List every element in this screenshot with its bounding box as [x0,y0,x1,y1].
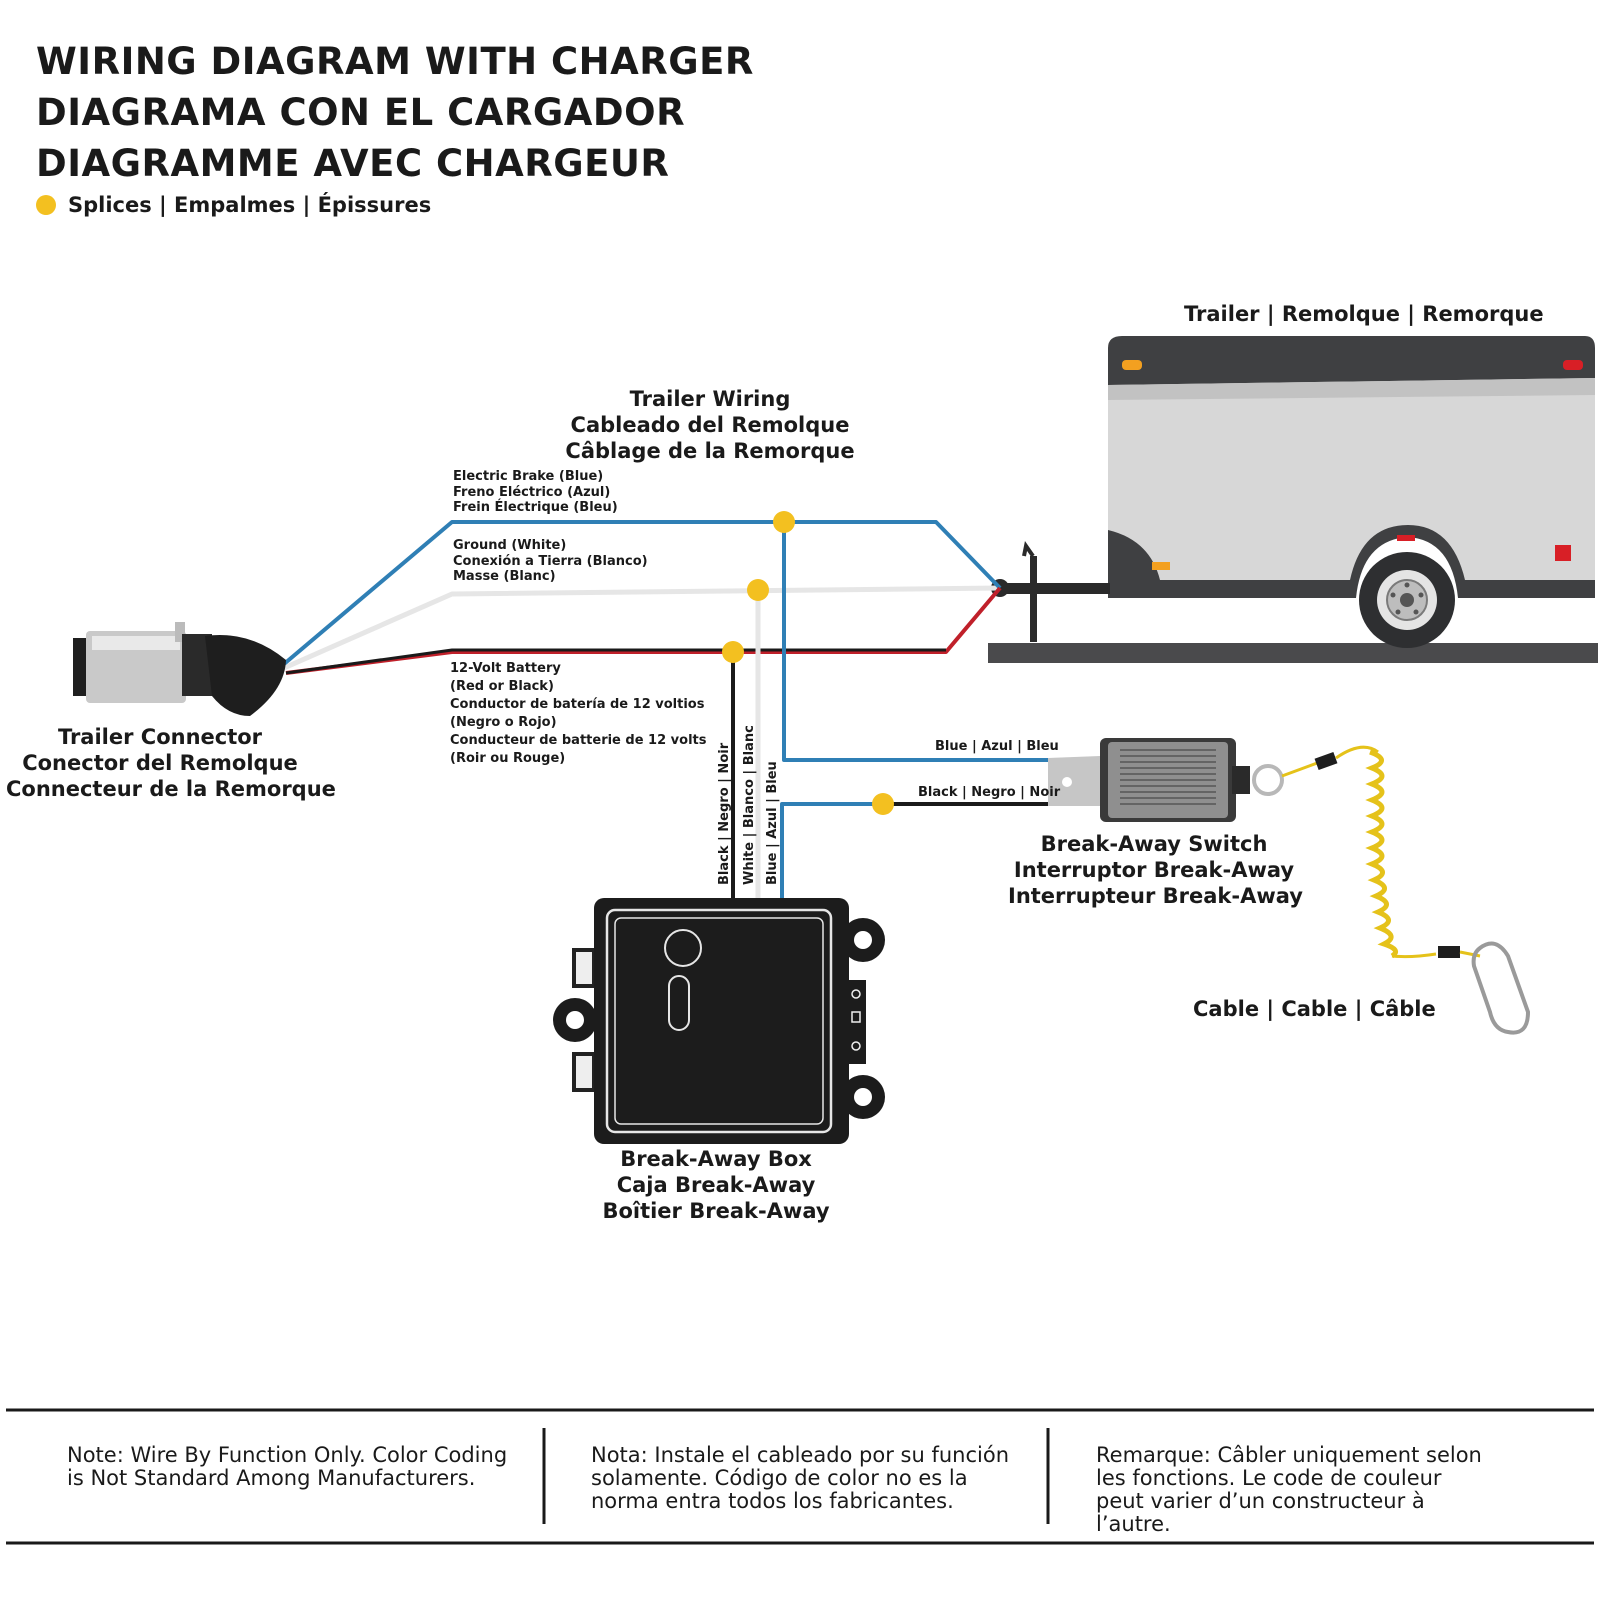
side-marker-amber [1152,562,1170,570]
marker-light-rear [1563,360,1583,370]
note-french: Remarque: Câbler uniquement selon les fo… [1096,1443,1482,1536]
break-away-box-illustration [553,898,885,1144]
title-english: WIRING DIAGRAM WITH CHARGER [36,40,754,83]
title-french: DIAGRAMME AVEC CHARGEUR [36,142,670,185]
trailer-connector-label: Trailer Connector Conector del Remolque … [6,725,336,801]
trailer-wires [282,520,1060,900]
brake-wire-label: Electric Brake (Blue) Freno Eléctrico (A… [453,469,618,515]
splice-switch [872,793,894,815]
title-spanish: DIAGRAMA CON EL CARGADOR [36,91,686,134]
splice-dot-icon [36,195,56,215]
battery-wire-label: 12-Volt Battery (Red or Black) Conductor… [450,661,707,766]
splice-legend: Splices | Empalmes | Épissures [36,193,431,217]
splice-brake [773,511,795,533]
cable-label: Cable | Cable | Câble [1193,997,1436,1021]
box-wire-white-label: White | Blanco | Blanc [742,725,757,885]
break-away-switch-label: Break-Away Switch Interruptor Break-Away… [1008,832,1303,908]
wire-brake-blue [282,520,1002,666]
wire-switch-blue [782,522,1060,762]
break-away-box-label: Break-Away Box Caja Break-Away Boîtier B… [602,1147,830,1223]
fender-light [1397,535,1415,541]
trailer-illustration [991,336,1595,648]
box-wire-black-label: Black | Negro | Noir [717,742,732,885]
ground-bar [988,643,1598,663]
splices [722,511,894,815]
jack-stand [1030,556,1037,642]
wire-ground-white [282,585,1001,671]
trailer-connector-plug [73,622,286,716]
box-wire-blue-label: Blue | Azul | Bleu [765,761,780,885]
note-english: Note: Wire By Function Only. Color Codin… [67,1443,508,1490]
switch-wire-black-label: Black | Negro | Noir [918,785,1061,800]
coiled-cable-illustration [1281,745,1531,1035]
ground-wire-label: Ground (White) Conexión a Tierra (Blanco… [453,538,648,584]
splice-legend-label: Splices | Empalmes | Épissures [68,193,432,217]
break-away-switch-illustration [1048,738,1284,822]
wire-battery-shadow [285,648,946,675]
trailer-wiring-label: Trailer Wiring Cableado del Remolque Câb… [565,387,855,463]
switch-wire-blue-label: Blue | Azul | Bleu [935,739,1059,754]
marker-light-front [1122,360,1142,370]
trailer-label: Trailer | Remolque | Remorque [1184,302,1544,326]
trailer-tongue [998,583,1110,594]
splice-battery [722,641,744,663]
splice-ground [747,579,769,601]
wire-box-blue [780,802,883,900]
note-spanish: Nota: Instale el cableado por su función… [591,1443,1010,1513]
side-marker-red [1555,545,1571,561]
